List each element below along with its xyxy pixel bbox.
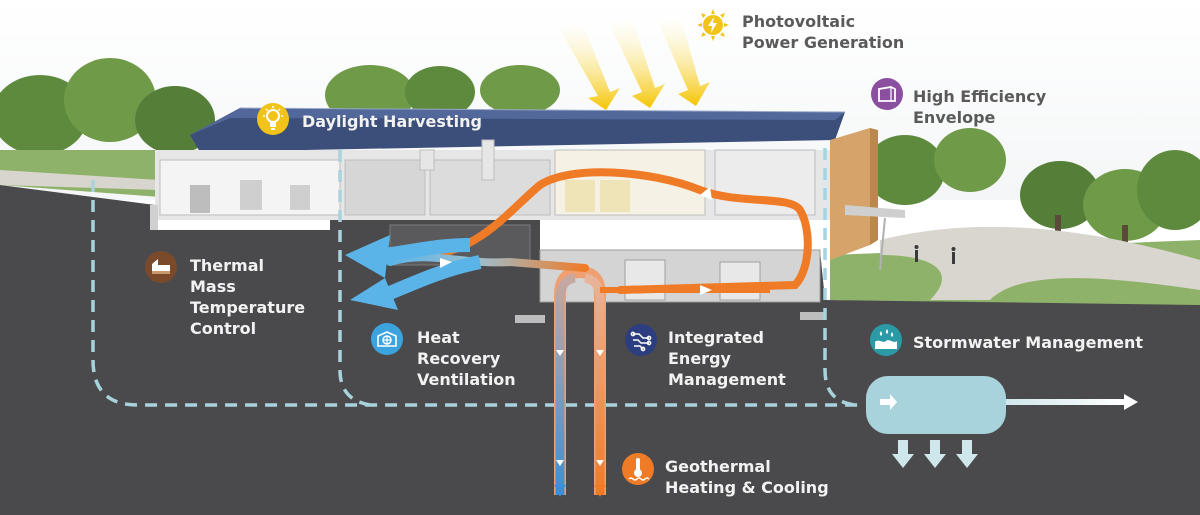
solar-roof — [190, 107, 846, 152]
light-bulb-icon — [257, 103, 289, 135]
geothermal-label-line-1: Geothermal — [665, 457, 771, 476]
energy-label-line-2: Energy — [668, 349, 731, 368]
air-flows — [345, 168, 812, 310]
sun-rays — [560, 15, 710, 110]
people — [914, 245, 956, 264]
photovoltaic-label-line-2: Power Generation — [742, 33, 905, 52]
sun-bolt-icon — [697, 9, 729, 41]
building-envelope-icon — [871, 78, 903, 110]
thermal-label-line-2: Mass — [190, 277, 236, 296]
energy-management-label: Integrated Energy Management — [668, 327, 786, 390]
heat-recovery-label-line-3: Ventilation — [417, 370, 516, 389]
circuit-icon — [625, 324, 657, 356]
water-drops-icon — [870, 324, 902, 356]
energy-label-line-1: Integrated — [668, 328, 764, 347]
photovoltaic-label: Photovoltaic Power Generation — [742, 11, 904, 53]
energy-label-line-3: Management — [668, 370, 786, 389]
photovoltaic-label-line-1: Photovoltaic — [742, 12, 856, 31]
daylight-harvesting-label: Daylight Harvesting — [302, 111, 482, 132]
thermal-mass-icon — [145, 251, 177, 283]
thermal-mass-label: Thermal Mass Temperature Control — [190, 255, 305, 339]
envelope-label-line-2: Envelope — [913, 108, 996, 127]
daylight-label-line-1: Daylight Harvesting — [302, 112, 482, 131]
geothermal-label-line-2: Heating & Cooling — [665, 478, 829, 497]
stormwater-label: Stormwater Management — [913, 332, 1143, 353]
stormwater-label-line-1: Stormwater Management — [913, 333, 1144, 352]
thermal-label-line-1: Thermal — [190, 256, 264, 275]
heat-recovery-label-line-1: Heat — [417, 328, 460, 347]
thermal-label-line-4: Control — [190, 319, 257, 338]
thermal-label-line-3: Temperature — [190, 298, 306, 317]
heat-recovery-label: Heat Recovery Ventilation — [417, 327, 516, 390]
heat-recovery-label-line-2: Recovery — [417, 349, 501, 368]
geothermal-label: Geothermal Heating & Cooling — [665, 456, 829, 498]
stormwater-pipe — [91, 148, 858, 407]
cistern — [866, 376, 1138, 468]
envelope-label: High Efficiency Envelope — [913, 86, 1046, 128]
background-trees — [0, 58, 1200, 260]
walkway — [880, 226, 1200, 300]
building-section — [155, 128, 905, 271]
envelope-label-line-1: High Efficiency — [913, 87, 1047, 106]
heat-recovery-fan-icon — [371, 323, 403, 355]
thermometer-icon — [622, 453, 654, 485]
